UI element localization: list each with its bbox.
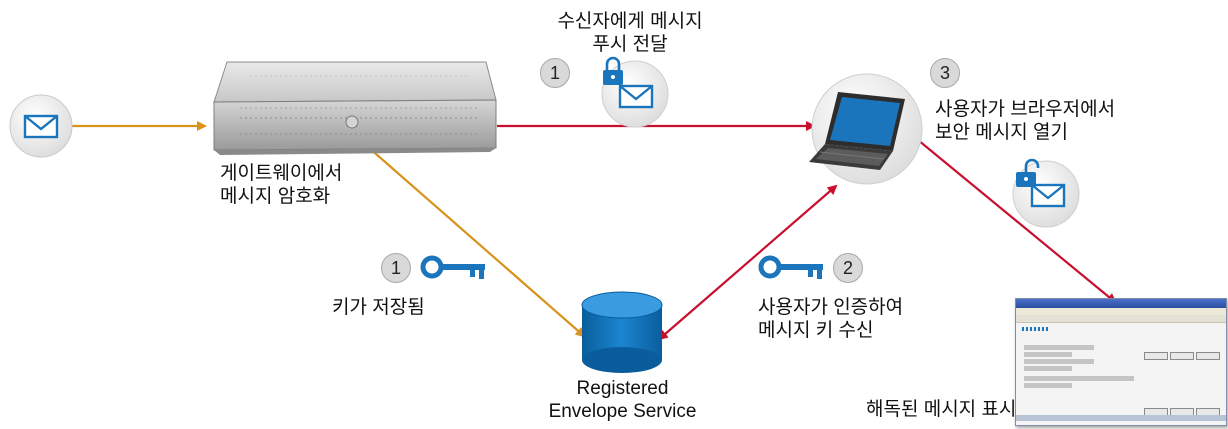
laptop-icon	[809, 73, 923, 185]
arrow-service-laptop	[657, 184, 838, 341]
unlocked-envelope-bubble	[1012, 160, 1080, 228]
label-key-stored: 키가 저장됨	[332, 297, 425, 318]
label-push-delivery: 수신자에게 메시지 푸시 전달	[557, 11, 703, 55]
label-browser-open: 사용자가 브라우저에서 보안 메시지 열기	[935, 99, 1116, 143]
key-icon	[420, 255, 485, 279]
key-icon	[758, 255, 823, 279]
database-icon	[581, 291, 663, 373]
envelope-icon	[9, 94, 73, 158]
step-badge-auth: 2	[833, 253, 863, 283]
lock-open-icon	[1016, 158, 1040, 187]
label-gateway-encrypt: 게이트웨이에서 메시지 암호화	[220, 163, 343, 207]
step-badge-browser-open: 3	[930, 58, 960, 88]
server-icon	[213, 61, 497, 155]
step-badge-push: 1	[540, 58, 570, 88]
arrow-laptop-to-browser	[917, 139, 1117, 304]
label-decrypted-message: 해독된 메시지 표시	[866, 399, 1017, 420]
lock-closed-icon	[603, 56, 623, 85]
step-badge-key-stored: 1	[381, 253, 411, 283]
browser-window-icon	[1015, 298, 1227, 426]
label-registered-envelope-service: Registered Envelope Service	[548, 378, 697, 422]
arrow-gateway-to-service	[359, 139, 586, 338]
label-auth-key-receive: 사용자가 인증하여 메시지 키 수신	[758, 297, 904, 341]
